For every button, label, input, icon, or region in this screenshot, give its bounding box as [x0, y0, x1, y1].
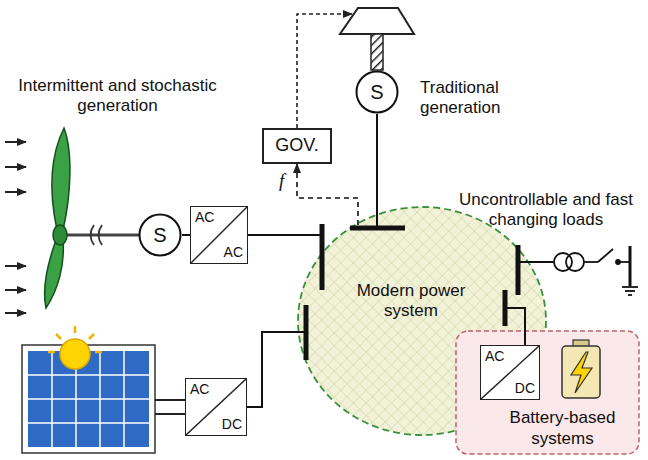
- wind-arrows: [5, 142, 26, 313]
- load-symbol: [518, 261, 554, 263]
- node-text: AC: [485, 348, 504, 365]
- node-text: Battery-based systems: [495, 408, 630, 449]
- generator-symbol: S: [138, 213, 182, 257]
- node-text: AC: [195, 209, 214, 226]
- converter-diagonal-line: [186, 379, 246, 435]
- load-symbol: [584, 261, 598, 263]
- converter-diagonal-line: [191, 207, 247, 263]
- node-text: DC: [222, 416, 242, 433]
- wind-turbine: [52, 128, 70, 230]
- annotation-label: Intermittent and stochastic generation: [15, 76, 220, 117]
- solar-panel: [28, 351, 149, 447]
- solar-panel: [22, 326, 185, 453]
- node-text: AC: [224, 244, 243, 261]
- governor-signal: [297, 14, 352, 128]
- solar-panel: [74, 326, 77, 333]
- connector: [376, 114, 378, 228]
- load-symbol: [518, 246, 638, 295]
- battery-panel: [456, 331, 639, 454]
- converter-box: AC DC: [480, 345, 540, 400]
- load-symbol: [616, 260, 620, 264]
- solar-panel: [28, 422, 149, 424]
- solar-panel: [28, 374, 149, 376]
- node-text: S: [370, 80, 383, 104]
- node-text: S: [153, 223, 166, 247]
- solar-panel: [95, 351, 102, 354]
- lightning-bolt: [571, 352, 592, 393]
- connector: [505, 308, 525, 345]
- node-text: DC: [515, 380, 535, 397]
- solar-panel: [56, 334, 61, 339]
- solar-panel: [155, 413, 185, 415]
- connector: [297, 164, 358, 225]
- wind-turbine: [44, 240, 63, 308]
- governor-box: GOV.: [262, 128, 332, 164]
- solar-panel: [89, 334, 94, 339]
- wind-arrows: [5, 166, 26, 168]
- generator-circle: [140, 215, 181, 256]
- battery-icon: [562, 346, 600, 398]
- wind-arrows: [5, 191, 26, 193]
- label-holder: Uncontrollable and fast changing loads: [452, 190, 640, 231]
- node-text: AC: [190, 381, 209, 398]
- connector: [182, 234, 190, 236]
- generator-circle: [357, 72, 398, 113]
- bus-bar: [516, 245, 521, 295]
- signal-label: f: [279, 170, 284, 193]
- label-holder: f: [279, 170, 284, 193]
- converter-box: AC AC: [190, 206, 248, 264]
- annotation-label: Uncontrollable and fast changing loads: [452, 190, 640, 231]
- bus-bar: [320, 224, 325, 290]
- load-symbol: [629, 246, 632, 286]
- label-holder: Traditional generation: [420, 78, 520, 119]
- load-symbol: [628, 294, 632, 296]
- converter-box: AC DC: [185, 378, 247, 436]
- wind-turbine: [44, 128, 139, 308]
- wind-turbine: [53, 225, 67, 245]
- battery-system-box: Battery-based systems AC DC: [455, 330, 640, 455]
- load-symbol: [625, 290, 635, 292]
- load-symbol: [598, 249, 613, 262]
- solar-panel: [48, 351, 55, 354]
- connector: [248, 234, 322, 236]
- steam-turbine: [340, 8, 414, 34]
- wind-turbine: [91, 225, 103, 245]
- solar-panel: [28, 398, 149, 400]
- load-symbol: [566, 253, 584, 271]
- wind-arrows: [5, 265, 26, 267]
- wind-turbine: [66, 234, 139, 237]
- load-symbol: [622, 286, 638, 288]
- wind-arrows: [5, 289, 26, 291]
- steam-turbine: [371, 34, 383, 70]
- solar-panel: [28, 351, 149, 447]
- solar-panel: [155, 399, 185, 401]
- generator-symbol: S: [355, 70, 399, 114]
- node-text: Modern power system: [354, 281, 468, 322]
- bus-bar: [306, 224, 518, 360]
- node-text: GOV.: [275, 135, 318, 157]
- steam-turbine: [340, 8, 414, 70]
- connector: [247, 332, 306, 407]
- label-holder: Intermittent and stochastic generation: [15, 76, 220, 117]
- annotation-label: Traditional generation: [420, 78, 520, 119]
- wind-arrows: [5, 312, 26, 314]
- wind-arrows: [5, 141, 26, 143]
- converter-diagonal-line: [481, 346, 539, 399]
- solar-panel: [60, 339, 90, 369]
